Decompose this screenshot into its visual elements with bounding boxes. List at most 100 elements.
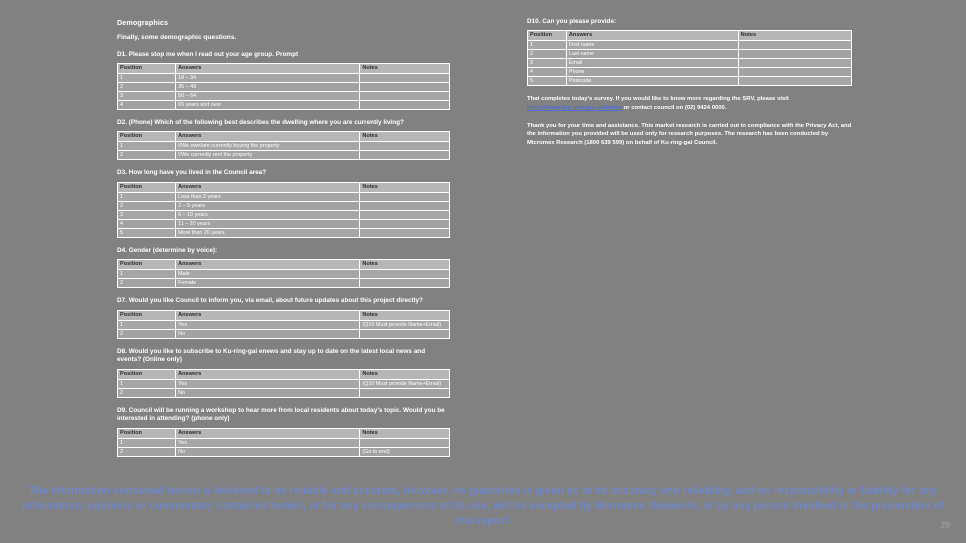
cell-position: 5 xyxy=(116,227,177,238)
table-header-row: Position Answers Notes xyxy=(116,368,450,380)
cell-answer: No xyxy=(175,328,361,339)
cell-notes xyxy=(359,141,450,152)
cell-position: 2 xyxy=(116,387,177,398)
table-row: 3 50 – 64 xyxy=(116,91,450,102)
closing-paragraph-privacy: Thank you for your time and assistance. … xyxy=(527,122,852,146)
column-header-position: Position xyxy=(116,309,177,321)
cell-position: 4 xyxy=(116,100,177,111)
cell-position: 1 xyxy=(116,378,177,389)
cell-answer: I/We own/are currently buying the proper… xyxy=(175,141,361,152)
column-header-position: Position xyxy=(116,131,177,143)
cell-notes xyxy=(359,218,450,229)
cell-position: 1 xyxy=(116,437,177,448)
answer-table-d9: Position Answers Notes 1 Yes 2 No (Go to… xyxy=(116,427,450,457)
column-header-answers: Answers xyxy=(175,368,361,380)
cell-notes xyxy=(737,76,853,87)
cell-notes xyxy=(737,49,853,60)
cell-notes xyxy=(359,209,450,220)
left-content-column: Demographics Finally, some demographic q… xyxy=(116,18,450,466)
cell-answer: Yes xyxy=(175,437,361,448)
cell-answer: More than 20 years xyxy=(175,227,361,238)
cell-position: 1 xyxy=(527,40,567,51)
table-row: 1 Male xyxy=(116,269,450,280)
column-header-notes: Notes xyxy=(359,131,450,143)
cell-position: 5 xyxy=(527,76,567,87)
cell-notes xyxy=(359,387,450,398)
cell-position: 1 xyxy=(116,141,177,152)
column-header-answers: Answers xyxy=(175,259,361,271)
table-header-row: Position Answers Notes xyxy=(116,181,450,193)
cell-answer: Female xyxy=(175,278,361,289)
cell-answer: 11 – 20 years xyxy=(175,218,361,229)
table-row: 2 No xyxy=(116,328,450,339)
answer-table-d1: Position Answers Notes 1 18 – 34 2 35 – … xyxy=(116,63,450,111)
question-d10: D10. Can you please provide: xyxy=(527,18,617,25)
cell-answer: 35 – 49 xyxy=(175,82,361,93)
cell-notes xyxy=(359,150,450,161)
cell-notes xyxy=(359,328,450,339)
column-header-notes: Notes xyxy=(359,181,450,193)
table-row: 2 No xyxy=(116,387,450,398)
cell-position: 1 xyxy=(116,319,177,330)
cell-answer: I/We currently rent the property xyxy=(175,150,361,161)
cell-notes xyxy=(359,278,450,289)
column-header-notes: Notes xyxy=(359,63,450,75)
cell-notes xyxy=(359,73,450,84)
cell-answer: Email xyxy=(565,58,739,69)
column-header-position: Position xyxy=(116,181,177,193)
council-website-link[interactable]: https://www.krg.nsw.gov.au/Home xyxy=(527,105,623,112)
right-content-column: D10. Can you please provide: Position An… xyxy=(527,18,853,147)
table-header-row: Position Answers Notes xyxy=(116,131,450,143)
section-title: Demographics xyxy=(117,18,169,27)
table-row: 1 18 – 34 xyxy=(116,73,450,84)
table-row: 2 Last name xyxy=(527,49,853,60)
cell-notes xyxy=(359,82,450,93)
cell-answer: First name xyxy=(565,40,739,51)
cell-position: 1 xyxy=(116,269,177,280)
answer-table-d7: Position Answers Notes 1 Yes (Q10 Must p… xyxy=(116,309,450,339)
table-row: 1 I/We own/are currently buying the prop… xyxy=(116,141,450,152)
table-row: 4 65 years and over xyxy=(116,100,450,111)
cell-notes xyxy=(359,100,450,111)
closing-text-after-link: or contact council on (02) 9424 0000. xyxy=(622,105,727,112)
cell-notes: (Go to end) xyxy=(359,446,450,457)
column-header-answers: Answers xyxy=(175,63,361,75)
table-row: 5 More than 20 years xyxy=(116,227,450,238)
table-row: 4 11 – 20 years xyxy=(116,218,450,229)
table-row: 1 Less than 2 years xyxy=(116,191,450,202)
cell-answer: Last name xyxy=(565,49,739,60)
column-header-answers: Answers xyxy=(175,427,361,439)
table-row: 4 Phone xyxy=(527,67,853,78)
cell-notes xyxy=(359,200,450,211)
cell-notes xyxy=(359,91,450,102)
cell-answer: 2 – 5 years xyxy=(175,200,361,211)
column-header-answers: Answers xyxy=(565,30,739,42)
cell-position: 4 xyxy=(527,67,567,78)
cell-answer: 65 years and over xyxy=(175,100,361,111)
table-row: 2 I/We currently rent the property xyxy=(116,150,450,161)
cell-position: 3 xyxy=(527,58,567,69)
cell-answer: 18 – 34 xyxy=(175,73,361,84)
answer-table-d4: Position Answers Notes 1 Male 2 Female xyxy=(116,259,450,289)
cell-notes: (Q10 Must provide Name+Email) xyxy=(359,319,450,330)
cell-position: 2 xyxy=(116,150,177,161)
cell-answer: Phone xyxy=(565,67,739,78)
table-row: 1 First name xyxy=(527,40,853,51)
cell-answer: No xyxy=(175,387,361,398)
cell-answer: Yes xyxy=(175,319,361,330)
closing-text-before-link: That completes today’s survey. If you wo… xyxy=(527,96,789,103)
question-d9: D9. Council will be running a workshop t… xyxy=(117,406,445,423)
cell-answer: Less than 2 years xyxy=(175,191,361,202)
cell-answer: Postcode xyxy=(565,76,739,87)
cell-answer: Yes xyxy=(175,378,361,389)
table-row: 3 6 – 10 years xyxy=(116,209,450,220)
column-header-notes: Notes xyxy=(359,427,450,439)
cell-notes: (Q10 Must provide Name+Email) xyxy=(359,378,450,389)
table-row: 2 35 – 49 xyxy=(116,82,450,93)
cell-notes xyxy=(359,269,450,280)
closing-paragraph-survey-complete: That completes today’s survey. If you wo… xyxy=(527,95,852,112)
cell-notes xyxy=(359,437,450,448)
table-header-row: Position Answers Notes xyxy=(116,427,450,439)
table-header-row: Position Answers Notes xyxy=(527,30,853,42)
